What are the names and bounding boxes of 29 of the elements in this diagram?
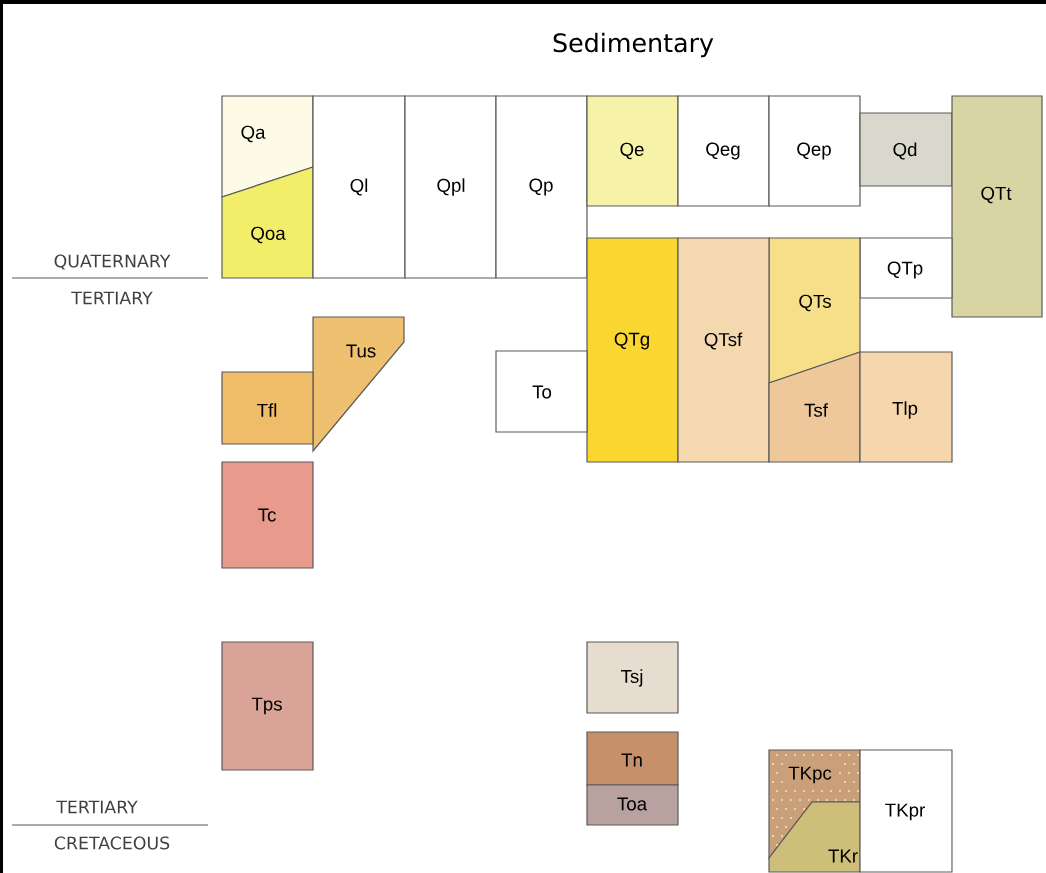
map-unit-box: Qd — [859, 112, 953, 187]
map-unit-box: QTt — [951, 95, 1043, 318]
map-unit-box: Tlp — [859, 351, 953, 463]
map-unit-box: Tc — [221, 461, 314, 569]
map-unit-box: Qeg — [677, 95, 770, 207]
map-unit-box: TKr — [768, 801, 861, 873]
map-unit-box: QTp — [859, 237, 953, 299]
map-unit-box: Tfl — [221, 371, 314, 445]
map-unit-box: To — [495, 350, 588, 433]
map-unit-box: Toa — [586, 784, 679, 826]
era-label: CRETACEOUS — [54, 836, 170, 850]
era-label: QUATERNARY — [54, 254, 171, 270]
map-unit-box: Qep — [768, 95, 861, 207]
title: Sedimentary — [553, 32, 714, 58]
map-unit-box: Tps — [221, 641, 314, 771]
map-unit-box: Tn — [586, 731, 679, 786]
map-unit-box: Qa — [221, 95, 314, 198]
map-unit-box: TKpr — [859, 749, 953, 873]
map-unit-box: Tsf — [768, 351, 861, 463]
era-label: TERTIARY — [56, 800, 138, 814]
map-unit-box: QTg — [586, 237, 679, 463]
map-unit-box: Qpl — [404, 95, 497, 279]
era-label: TERTIARY — [71, 291, 153, 305]
map-unit-box: Tsj — [586, 641, 679, 714]
map-unit-box: QTsf — [677, 237, 770, 463]
map-unit-box: Qoa — [221, 166, 314, 279]
map-unit-box: Qp — [495, 95, 588, 279]
map-unit-box: Qe — [586, 95, 679, 207]
map-unit-box: Ql — [312, 95, 406, 279]
